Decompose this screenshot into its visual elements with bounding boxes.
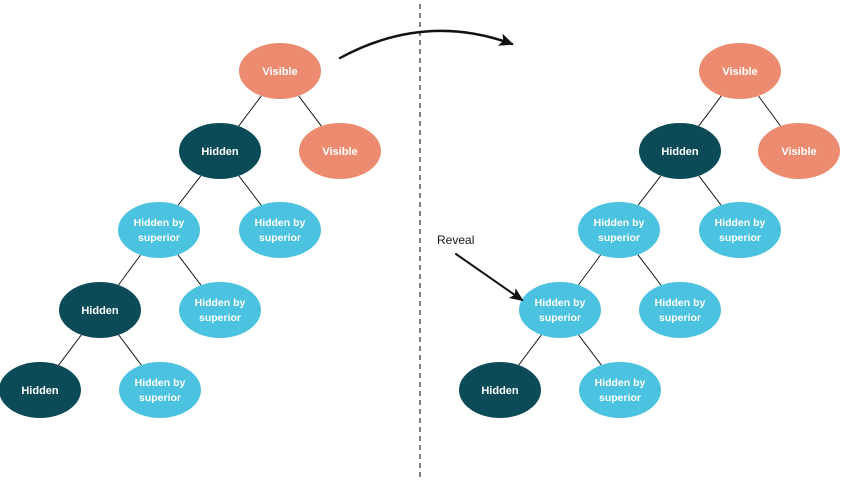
node-ellipse[interactable] [59,282,141,338]
node-ellipse[interactable] [639,123,721,179]
node-ellipse[interactable] [579,362,661,418]
node-ellipse[interactable] [119,362,201,418]
tree-edge [698,95,722,127]
tree-node-hidden[interactable]: Hidden [59,282,141,338]
tree-edge [177,254,202,286]
tree-edge [58,334,82,366]
tree-edge [177,175,202,206]
node-ellipse[interactable] [699,202,781,258]
node-ellipse[interactable] [179,123,261,179]
tree-node-visible[interactable]: Visible [758,123,840,179]
left-tree-edges [58,95,322,366]
tree-node-hidden[interactable]: Hidden [459,362,541,418]
tree-node-hidden[interactable]: Hidden [179,123,261,179]
tree-node-hidden[interactable]: Hidden [639,123,721,179]
tree-edge [637,175,662,206]
tree-edge [298,95,322,127]
node-ellipse[interactable] [699,43,781,99]
tree-node-visible[interactable]: Visible [299,123,381,179]
tree-node-visible[interactable]: Visible [699,43,781,99]
reveal-annotation-label: Reveal [437,233,474,247]
tree-edge [238,95,262,127]
node-ellipse[interactable] [118,202,200,258]
tree-edge [578,254,601,286]
tree-edge [118,254,141,286]
tree-edge [698,175,722,206]
node-ellipse[interactable] [578,202,660,258]
node-ellipse[interactable] [179,282,261,338]
node-ellipse[interactable] [239,202,321,258]
node-ellipse[interactable] [459,362,541,418]
tree-edge [578,334,602,366]
node-ellipse[interactable] [519,282,601,338]
node-ellipse[interactable] [0,362,81,418]
tree-edge [637,254,662,286]
tree-node-hidden[interactable]: Hidden [0,362,81,418]
node-ellipse[interactable] [758,123,840,179]
node-ellipse[interactable] [299,123,381,179]
tree-edge [238,175,262,206]
tree-edge [518,334,542,366]
tree-edge [758,95,781,127]
right-tree-edges [518,95,781,366]
node-ellipse[interactable] [239,43,321,99]
tree-node-visible[interactable]: Visible [239,43,321,99]
tree-edge [118,334,142,366]
transformation-arrow-icon [338,29,514,60]
reveal-pointer-arrow-icon [455,253,524,302]
node-ellipse[interactable] [639,282,721,338]
